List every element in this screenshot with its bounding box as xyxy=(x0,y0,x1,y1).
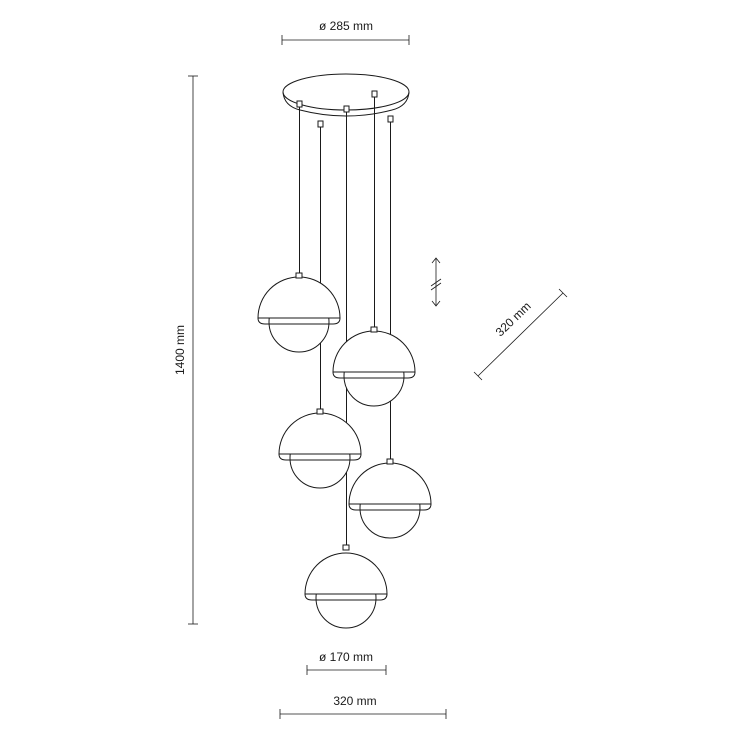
overall-width-dimension: 320 mm xyxy=(279,694,447,719)
suspension-cables xyxy=(299,97,391,547)
canopy-diameter-label: ø 285 mm xyxy=(319,19,373,33)
pendant-lamp xyxy=(257,272,341,353)
pendant-lamp xyxy=(304,544,388,629)
shade-diameter-dimension: ø 170 mm xyxy=(306,650,387,675)
pendant-lamp xyxy=(278,408,362,489)
overall-width-label: 320 mm xyxy=(333,694,376,708)
cluster-diagonal-label: 320 mm xyxy=(493,299,534,339)
adjustable-cable-length-icon xyxy=(430,257,442,307)
pendant-lamp xyxy=(332,326,416,407)
shade-diameter-label: ø 170 mm xyxy=(319,650,373,664)
ceiling-canopy xyxy=(282,73,410,128)
total-height-label: 1400 mm xyxy=(173,325,187,375)
total-height-dimension: 1400 mm xyxy=(173,75,198,625)
cluster-diagonal-dimension: 320 mm xyxy=(473,288,568,381)
canopy-diameter-dimension: ø 285 mm xyxy=(281,19,410,45)
pendant-lamp xyxy=(348,458,432,539)
